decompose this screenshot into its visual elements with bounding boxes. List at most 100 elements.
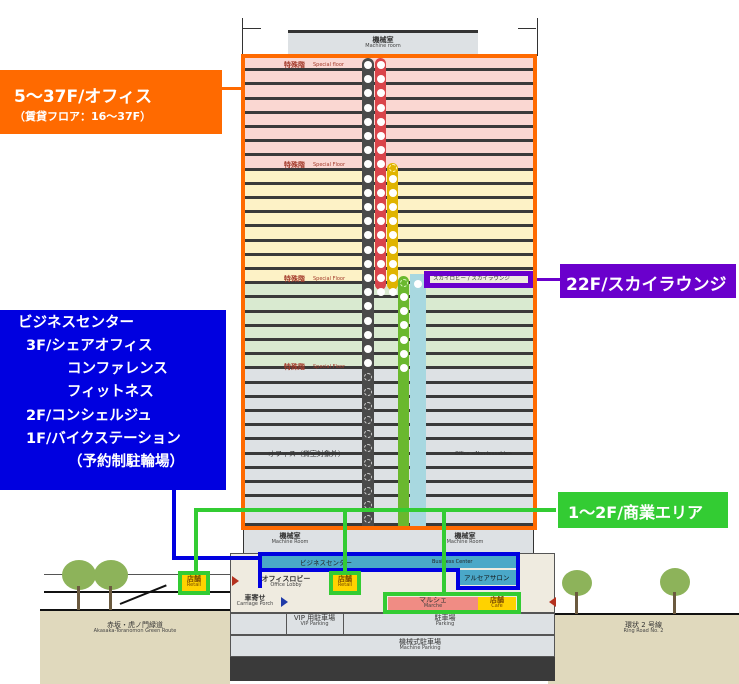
elevator-stop-icon <box>377 132 385 140</box>
commercial-connector <box>343 508 347 572</box>
office-callout: 5～37F/オフィス （賃貸フロア：16～37F） <box>0 70 222 134</box>
floor-row <box>245 128 533 143</box>
basement <box>230 657 555 681</box>
elevator-stop-icon <box>389 288 397 297</box>
elevator-stop-icon <box>414 280 422 288</box>
elevator-stop-icon <box>364 146 372 155</box>
elevator-stop-icon <box>364 61 372 69</box>
elevator-stop-icon <box>377 75 385 84</box>
elevator-stop-icon <box>389 164 397 173</box>
parking-level <box>230 613 555 635</box>
carriage-porch: 車寄せ Carriage Porch <box>236 594 274 608</box>
elevator-stop-icon <box>364 316 372 325</box>
floor-row <box>245 369 533 384</box>
floor-row <box>245 383 533 398</box>
floor-row <box>245 412 533 427</box>
elevator-stop-icon <box>377 217 385 226</box>
floor-row <box>245 426 533 441</box>
machine-parking-level <box>230 635 555 657</box>
special-floor-label: Special Floor <box>313 364 346 370</box>
elevator-stop-icon <box>364 373 372 382</box>
floor-row <box>245 99 533 114</box>
elevator-stop-icon <box>389 231 397 240</box>
sky-lounge-connector <box>535 278 565 281</box>
arrow-right-red-icon <box>232 576 239 586</box>
building-top-frame <box>518 28 536 29</box>
vip-parking-divider <box>286 613 287 635</box>
elevator-stop-icon <box>364 458 372 467</box>
elevator-stop-icon <box>377 245 385 254</box>
retail-mid: 店舗 Retail <box>329 571 361 595</box>
floor-row <box>245 468 533 483</box>
elevator-stop-icon <box>377 117 385 126</box>
ground-right <box>548 613 739 684</box>
special-floor-label: 特殊階 <box>284 363 305 371</box>
road-right-label: 環状 2 号線 Ring Road No. 2 <box>623 621 664 635</box>
elevator-stop-icon <box>377 274 385 282</box>
vip-parking: VIP 用駐車場 VIP Parking <box>293 614 336 628</box>
elevator-stop-icon <box>389 174 397 183</box>
elevator-stop-icon <box>364 472 372 481</box>
elevator-stop-icon <box>364 160 372 169</box>
lower-machine-floor <box>243 530 534 553</box>
machine-parking: 機械式駐車場 Machine Parking <box>399 638 441 652</box>
elevator-stop-icon <box>364 515 372 524</box>
elevator-stop-icon <box>377 203 385 211</box>
street-line-upper <box>44 574 234 575</box>
floor-row <box>245 511 533 526</box>
special-floor-label: Special Floor <box>313 162 346 168</box>
tree-icon <box>660 568 690 614</box>
elevator-stop-icon <box>364 217 372 226</box>
floor-row <box>245 113 533 128</box>
elevator-stop-icon <box>400 349 408 358</box>
elevator-stop-icon <box>364 245 372 254</box>
sky-lounge-callout: 22F/スカイラウンジ <box>560 264 736 298</box>
elevator-stop-icon <box>377 188 385 197</box>
elevator-stop-icon <box>377 146 385 155</box>
business-center-label: ビジネスセンター <box>300 559 352 567</box>
business-center-label-en: Business Center <box>432 559 473 565</box>
road-left-label: 赤坂・虎ノ門緑道 Akasaka-Toranomon Green Route <box>93 621 177 635</box>
business-center-connector <box>172 490 176 558</box>
parking: 駐車場 Parking <box>434 614 456 628</box>
elevator-stop-icon <box>400 279 408 287</box>
commercial-connector <box>194 508 198 572</box>
building-top-frame <box>242 18 243 56</box>
retail-left: 店舗 Retail <box>178 571 210 595</box>
tree-icon <box>562 570 592 614</box>
floor-row <box>245 355 533 370</box>
building-top-frame <box>243 28 261 29</box>
elevator-stop-icon <box>364 174 372 183</box>
elevator-shaft-yellow <box>387 163 398 290</box>
elevator-stop-icon <box>364 288 372 297</box>
elevator-stop-icon <box>389 188 397 197</box>
elevator-stop-icon <box>364 259 372 268</box>
marche <box>388 597 478 610</box>
vip-parking-divider <box>343 613 344 635</box>
elevator-stop-icon <box>377 160 385 169</box>
office-lobby: オフィスロビー Office Lobby <box>261 575 311 589</box>
elevator-stop-icon <box>364 132 372 140</box>
tree-icon <box>62 560 96 610</box>
marche-label: マルシェ Marche <box>419 596 447 610</box>
elevator-stop-icon <box>400 307 408 316</box>
elevator-stop-icon <box>400 293 408 301</box>
commercial-connector <box>194 508 556 512</box>
elevator-stop-icon <box>364 359 372 368</box>
elevator-stop-icon <box>400 364 408 372</box>
commercial-connector <box>442 508 446 594</box>
elevator-shaft-gray <box>362 58 374 628</box>
office-non-leasable-en: Office <Non-leasable> <box>455 451 513 457</box>
floor-row <box>245 298 533 313</box>
elevator-stop-icon <box>364 487 372 495</box>
floor-row <box>245 85 533 100</box>
elevator-stop-icon <box>364 345 372 353</box>
business-center-outline <box>456 586 520 590</box>
arrow-right-blue-icon <box>281 597 288 607</box>
office-connector <box>220 87 242 90</box>
arrow-left-red-icon <box>549 597 556 607</box>
floor-row <box>245 326 533 341</box>
machine-room-left: 機械室 Machine Room <box>271 532 309 546</box>
rooftop-machine-room: 機械室 Machine room <box>288 30 478 55</box>
alcea-salon: アルセアサロン <box>460 570 516 585</box>
